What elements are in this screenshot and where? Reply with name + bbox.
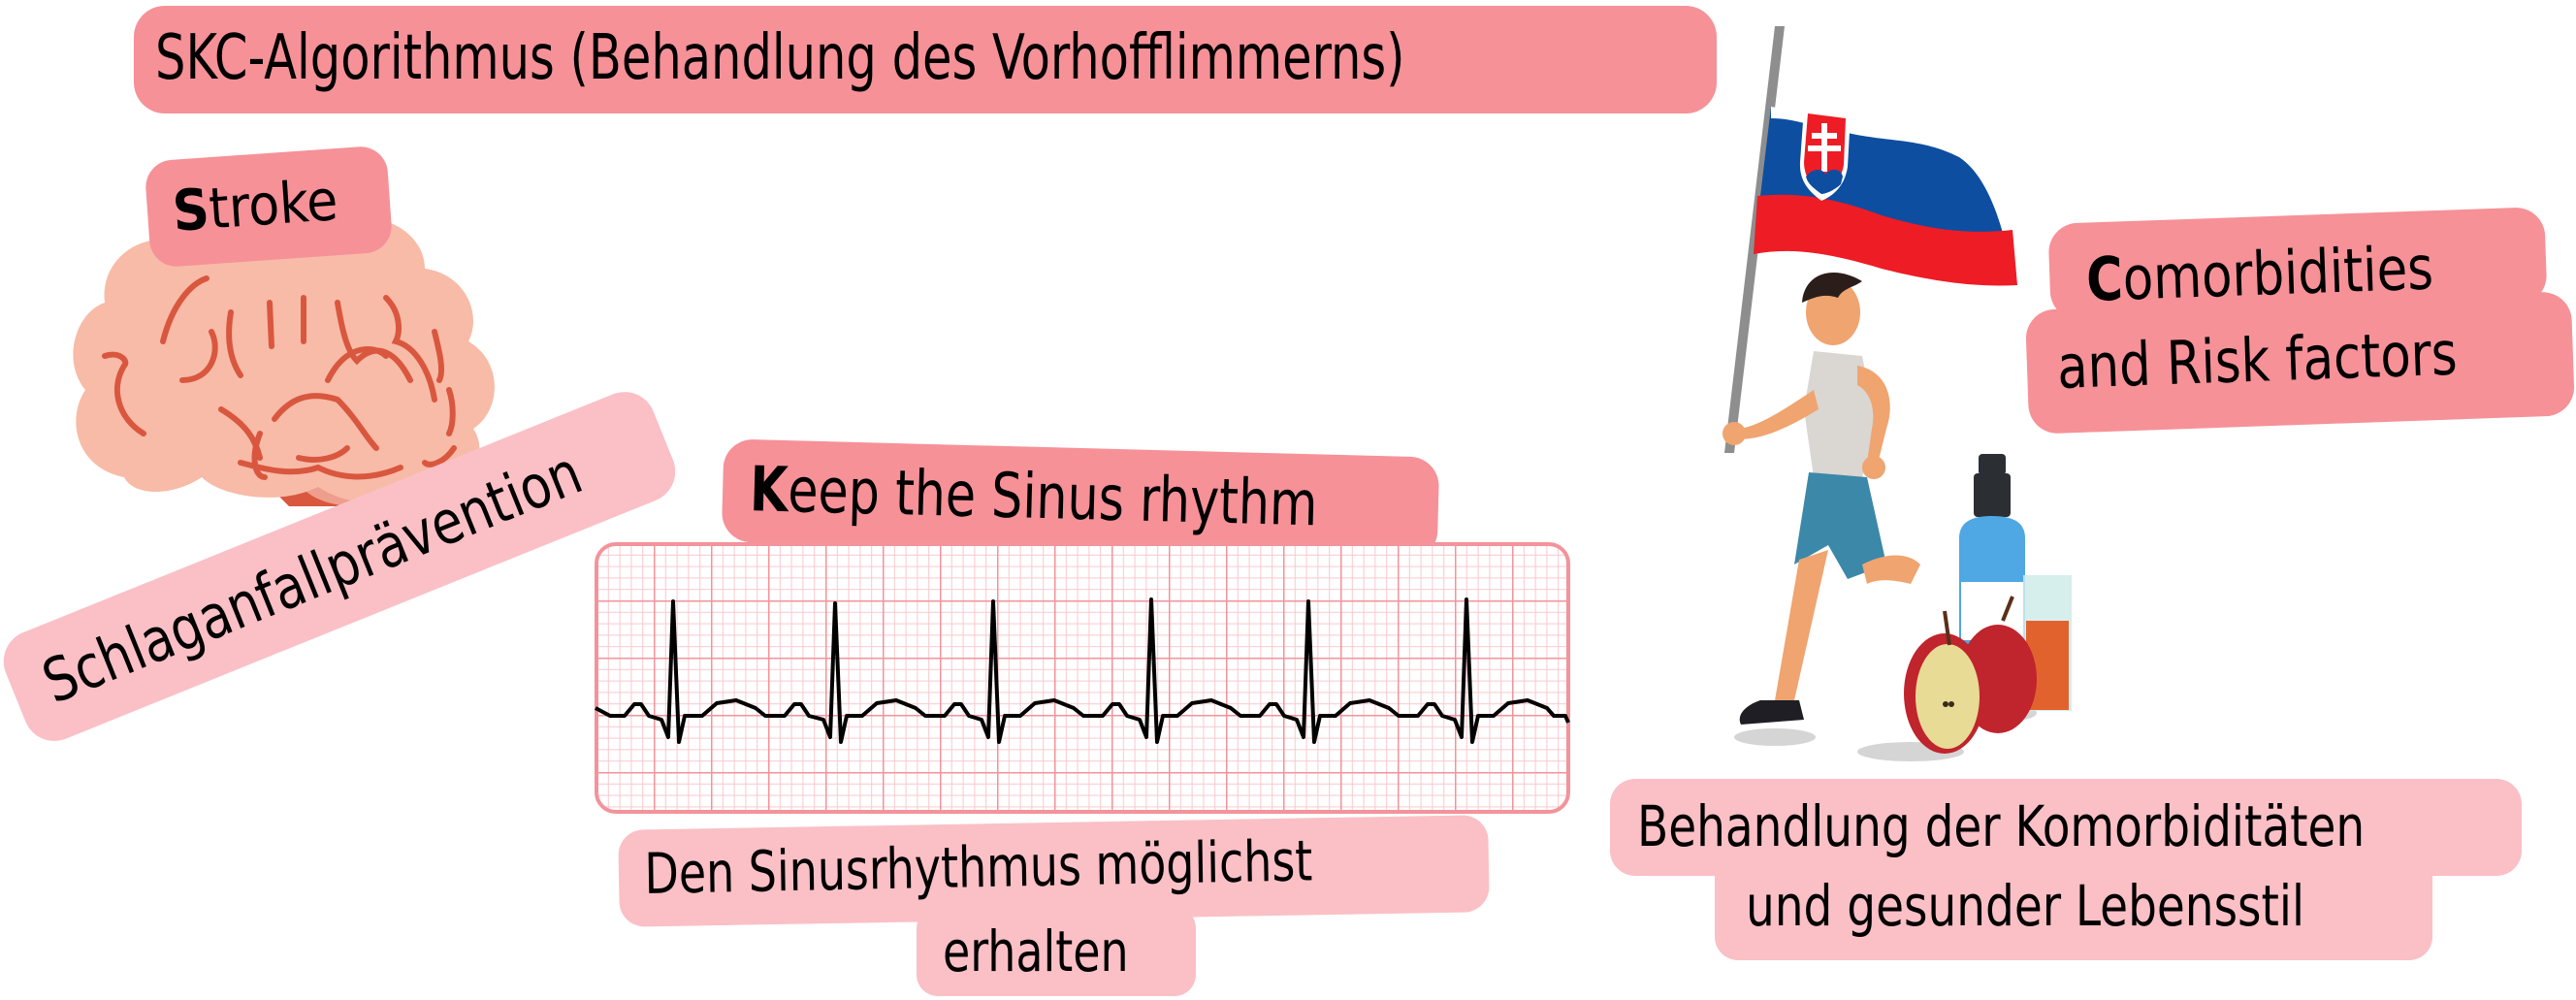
comorbidities-line1-rest: omorbidities: [2121, 232, 2435, 314]
comorbidities-caption-line1: Behandlung der Komorbiditäten: [1637, 793, 2366, 859]
page-title: SKC-Algorithmus (Behandlung des Vorhoffl…: [155, 22, 1405, 94]
keep-caption-box-bottom: [917, 907, 1196, 996]
runner-with-slovak-flag-icon: [1723, 26, 2017, 746]
comorbidities-label-line2: and Risk factors: [2055, 317, 2459, 403]
comorbidities-label-line1: Comorbidities: [2085, 233, 2434, 315]
keep-label-rest: eep the Sinus rhythm: [787, 455, 1319, 541]
comorbidities-initial: C: [2084, 242, 2124, 315]
keep-label-box: Keep the Sinus rhythm: [721, 438, 1440, 561]
stroke-label-rest: troke: [207, 167, 340, 242]
stroke-label-box: Stroke: [144, 145, 394, 269]
keep-label: Keep the Sinus rhythm: [749, 454, 1318, 540]
comorbidities-caption-box-bottom: [1715, 854, 2432, 960]
keep-caption-line1: Den Sinusrhythmus möglichst: [643, 827, 1313, 907]
healthy-food-icon: [1857, 454, 2072, 761]
stroke-initial: S: [170, 176, 211, 244]
ecg-strip-icon: [595, 542, 1570, 814]
brain-icon: [73, 203, 495, 506]
comorbidities-caption-line2: und gesunder Lebensstil: [1746, 873, 2305, 939]
stroke-label: Stroke: [170, 167, 340, 244]
keep-caption-line2: erhalten: [943, 919, 1129, 984]
keep-initial: K: [749, 454, 789, 528]
title-banner: [134, 6, 1717, 113]
